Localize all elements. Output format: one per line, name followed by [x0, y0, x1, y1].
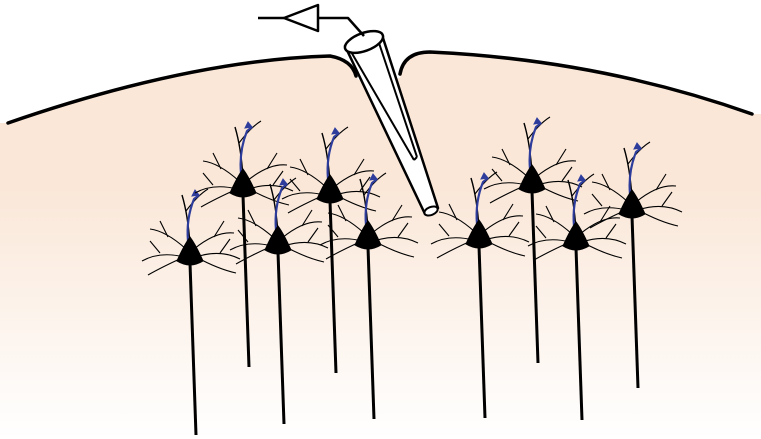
output-arrow-icon — [258, 5, 364, 36]
